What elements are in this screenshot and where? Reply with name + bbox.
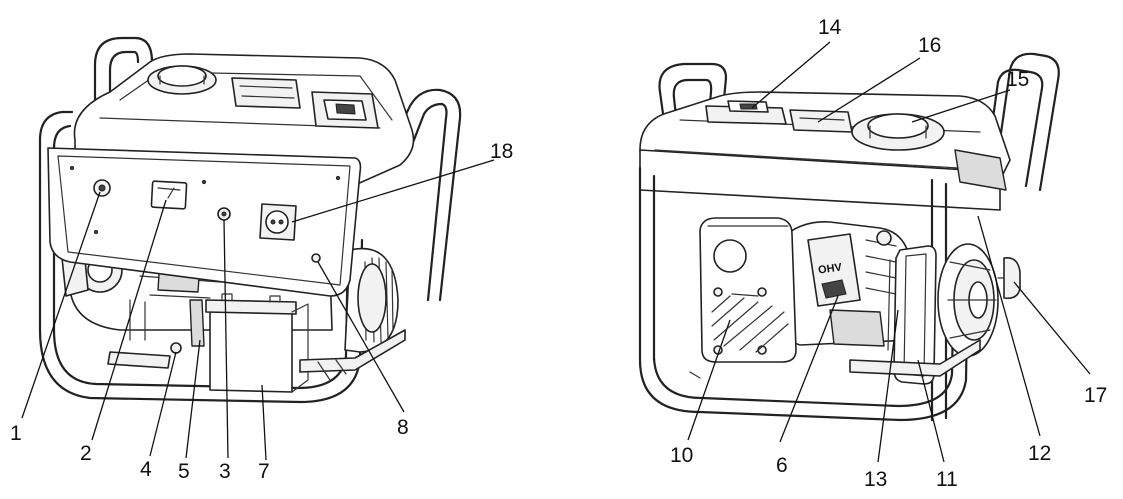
part-18-ac-socket — [259, 203, 297, 241]
callout-2: 2 — [80, 442, 92, 465]
part-6-engine: OHV — [779, 221, 913, 347]
part-2-voltmeter — [150, 180, 188, 210]
part-16-tank-recess — [789, 109, 853, 133]
part-10-muffler — [699, 217, 797, 363]
part-8-ground-terminal — [311, 253, 321, 263]
generator-right-view: OHV — [638, 16, 1107, 491]
left-base-plate — [107, 329, 406, 381]
left-alternator-fan-cover — [344, 247, 399, 353]
callout-3: 3 — [219, 460, 231, 483]
right-leader-lines — [687, 41, 1091, 463]
part-1-control-knob — [93, 179, 111, 197]
callout-15: 15 — [1006, 68, 1029, 91]
callout-10: 10 — [670, 444, 693, 467]
callout-16: 16 — [918, 34, 941, 57]
right-frame-rear — [658, 52, 1060, 192]
left-callouts: 1 2 4 5 3 7 8 18 — [10, 140, 513, 483]
left-fuel-gauge-recess — [311, 91, 379, 129]
part-7-battery — [205, 293, 309, 393]
right-fuel-tank — [639, 91, 1011, 211]
left-leader-lines — [21, 159, 495, 461]
part-5-choke-lever — [189, 299, 205, 347]
part-12-recoil-starter — [937, 243, 999, 357]
callout-13: 13 — [864, 468, 887, 491]
callout-11: 11 — [936, 468, 958, 491]
right-base-plate — [689, 339, 981, 379]
part-17-start-handle — [997, 256, 1021, 300]
callout-18: 18 — [490, 140, 513, 163]
part-4-fuel-valve — [170, 342, 182, 354]
callout-14: 14 — [818, 16, 842, 39]
part-3-switch — [217, 207, 231, 221]
callout-1: 1 — [10, 422, 22, 445]
left-control-panel — [47, 147, 362, 297]
part-15-fuel-cap — [851, 113, 945, 151]
right-callouts: 14 16 15 10 6 13 11 12 17 — [670, 16, 1107, 491]
callout-5: 5 — [178, 460, 190, 483]
callout-4: 4 — [140, 458, 152, 481]
callout-17: 17 — [1084, 384, 1107, 407]
generator-left-view: 1 2 4 5 3 7 8 18 — [10, 36, 513, 483]
callout-12: 12 — [1028, 442, 1051, 465]
left-frame-rear — [93, 36, 462, 302]
left-fuel-cap — [147, 65, 217, 95]
callout-6: 6 — [776, 454, 788, 477]
callout-7: 7 — [258, 460, 270, 483]
callout-8: 8 — [397, 416, 409, 439]
part-13-fuel-line — [887, 259, 891, 351]
ohv-badge: OHV — [817, 261, 843, 276]
